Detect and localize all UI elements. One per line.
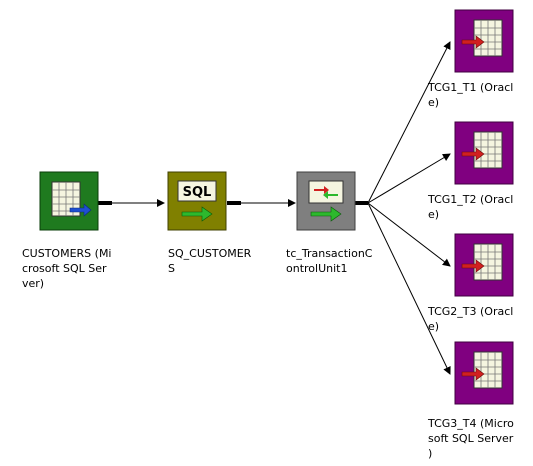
target-node-2-label: TCG1_T2 (Oracl e)	[428, 193, 514, 221]
target-node-3-label: TCG2_T3 (Oracl e)	[428, 305, 514, 333]
target-node-1-label: TCG1_T1 (Oracl e)	[428, 81, 514, 109]
target-definition-icon	[461, 243, 503, 281]
target-node-2[interactable]	[454, 121, 514, 185]
source-node-label: CUSTOMERS (Mi crosoft SQL Ser ver)	[22, 247, 112, 290]
transaction-control-icon	[308, 180, 344, 222]
source-node[interactable]	[39, 171, 99, 231]
target-node-1[interactable]	[454, 9, 514, 73]
source-definition-icon	[51, 181, 92, 217]
target-definition-icon	[461, 19, 503, 57]
sql-badge: SQL	[183, 185, 212, 200]
transaction-control-node[interactable]	[296, 171, 356, 231]
target-node-3[interactable]	[454, 233, 514, 297]
connector-links	[98, 41, 451, 375]
target-node-4-label: TCG3_T4 (Micro soft SQL Server )	[428, 417, 514, 460]
transaction-control-node-label: tc_TransactionC ontrolUnit1	[286, 247, 373, 275]
sql-icon: SQL	[177, 180, 217, 222]
source-qualifier-node[interactable]: SQL	[167, 171, 227, 231]
source-qualifier-node-label: SQ_CUSTOMER S	[168, 247, 252, 275]
target-definition-icon	[461, 131, 503, 169]
target-node-4[interactable]	[454, 341, 514, 405]
target-definition-icon	[461, 351, 503, 389]
